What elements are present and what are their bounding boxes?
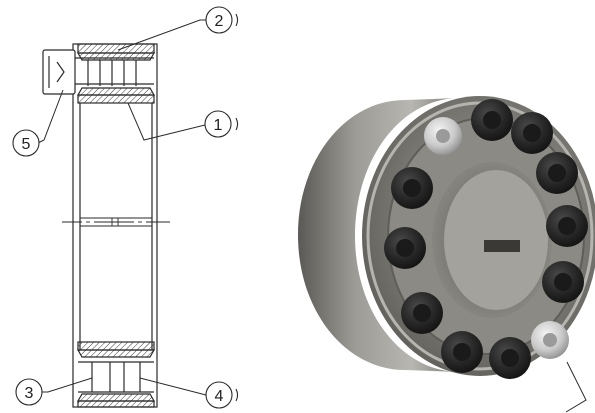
leader-lines (37, 19, 207, 396)
leader-5 (37, 89, 64, 144)
bolt-ring (384, 99, 588, 379)
svg-text:5: 5 (22, 136, 31, 153)
callout-1: 1 (204, 110, 232, 138)
callout-5: 5 (12, 129, 40, 157)
cropped-bubble-arcs (235, 13, 238, 402)
silver-screw (424, 117, 462, 155)
leader-3 (42, 377, 93, 393)
bolt-head (536, 152, 578, 194)
center-line (62, 217, 170, 227)
bolt-head (471, 99, 513, 141)
bolt-head (542, 261, 584, 303)
bolt-head (391, 167, 433, 209)
svg-text:3: 3 (25, 385, 34, 402)
inner-ring-top (76, 87, 156, 104)
bottom-screw-section (78, 361, 154, 393)
bolt-head (441, 331, 483, 373)
screw-shank (75, 57, 154, 86)
svg-text:2: 2 (215, 13, 224, 30)
bolt-head (384, 227, 426, 269)
bolt-head (511, 112, 553, 154)
outer-ring-bottom (76, 393, 156, 408)
corner-leader (565, 361, 587, 413)
inner-ring-bottom (76, 341, 156, 358)
callout-2: 2 (205, 6, 233, 34)
bore-slot (484, 240, 520, 252)
bolt-head (489, 337, 531, 379)
callout-3: 3 (15, 378, 43, 406)
section-drawing (42, 43, 170, 408)
bolt-head (546, 205, 588, 247)
locking-device-photo (298, 96, 595, 413)
leader-1 (127, 102, 206, 141)
ring-side-band (298, 98, 460, 372)
bolt-head (401, 292, 443, 334)
leader-4 (139, 377, 207, 396)
svg-text:4: 4 (215, 388, 224, 405)
silver-screw (531, 321, 569, 359)
callout-4: 4 (205, 381, 233, 409)
leader-2 (117, 19, 206, 51)
svg-text:1: 1 (214, 117, 223, 134)
screw-head (42, 49, 76, 95)
